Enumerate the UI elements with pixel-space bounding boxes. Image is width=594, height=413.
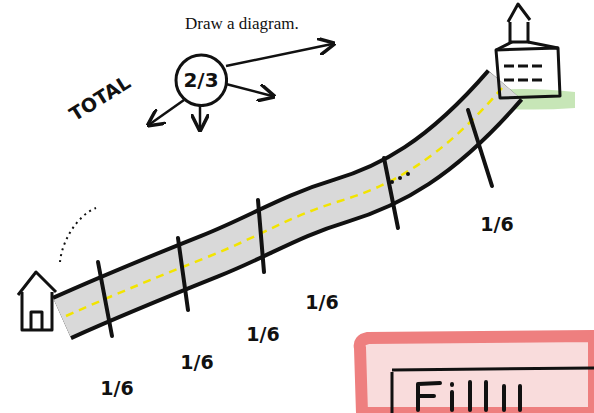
house bbox=[18, 272, 56, 330]
fraction-label: 1/6 bbox=[305, 291, 338, 313]
fraction-label: 1/6 bbox=[246, 323, 279, 345]
road-edge bbox=[62, 85, 505, 318]
box-edge bbox=[391, 372, 394, 413]
fraction-label: 1/6 bbox=[480, 213, 513, 235]
arrows bbox=[150, 44, 332, 128]
tick-marks bbox=[98, 110, 492, 336]
school bbox=[496, 4, 560, 98]
scribble bbox=[418, 382, 520, 410]
fraction-text: 2/3 bbox=[183, 68, 218, 92]
note-text: TOTAL bbox=[66, 71, 135, 125]
title-text: Draw a diagram. bbox=[185, 14, 299, 34]
fraction-label: 1/6 bbox=[180, 351, 213, 373]
fraction-label: 1/6 bbox=[100, 377, 133, 399]
road bbox=[62, 85, 505, 318]
center-line bbox=[66, 88, 502, 316]
highlight-box bbox=[360, 336, 594, 413]
box-edge bbox=[392, 368, 594, 370]
dotted-line bbox=[60, 208, 96, 262]
dots bbox=[390, 172, 410, 184]
total-circle: 2/3 bbox=[174, 53, 229, 108]
circle-shape bbox=[176, 55, 227, 106]
